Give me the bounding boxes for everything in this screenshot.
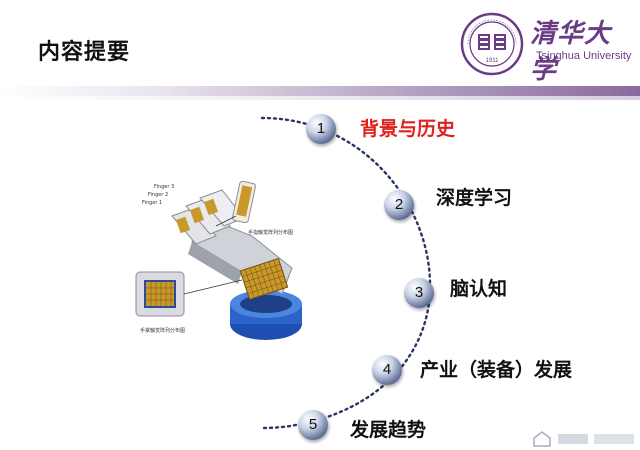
seal-year: 1911 xyxy=(486,58,500,64)
item-label: 深度学习 xyxy=(436,187,513,209)
item-number-badge: 1 xyxy=(306,114,336,144)
logo-chinese-name: 清华大学 xyxy=(530,19,612,85)
tsinghua-seal-icon: 1911 xyxy=(460,12,524,76)
title-underline-band xyxy=(0,86,640,96)
watermark-logo-icon xyxy=(533,431,634,447)
robotic-hand-illustration: 手指触觉阵列分布图 Finger 3 Finger 2 Finger 1 手掌触… xyxy=(135,180,302,340)
item-number-badge: 5 xyxy=(298,410,328,440)
logo-english-name: Tsinghua University xyxy=(536,50,632,62)
item-label: 发展趋势 xyxy=(350,419,427,441)
finger-label-1: Finger 1 xyxy=(142,200,162,206)
item-number-badge: 2 xyxy=(384,190,414,220)
palm-caption: 手掌触觉阵列分布图 xyxy=(140,327,185,334)
finger-label-2: Finger 2 xyxy=(148,192,168,198)
slide-title: 内容提要 xyxy=(38,40,131,65)
finger-label-3: Finger 3 xyxy=(154,184,174,190)
item-label: 产业（装备）发展 xyxy=(420,359,573,381)
title-underline-shadow xyxy=(0,96,640,100)
fingertip-caption: 手指触觉阵列分布图 xyxy=(248,229,293,236)
item-label: 背景与历史 xyxy=(360,118,456,140)
item-label: 脑认知 xyxy=(450,278,508,300)
item-number-badge: 4 xyxy=(372,355,402,385)
item-number-badge: 3 xyxy=(404,278,434,308)
